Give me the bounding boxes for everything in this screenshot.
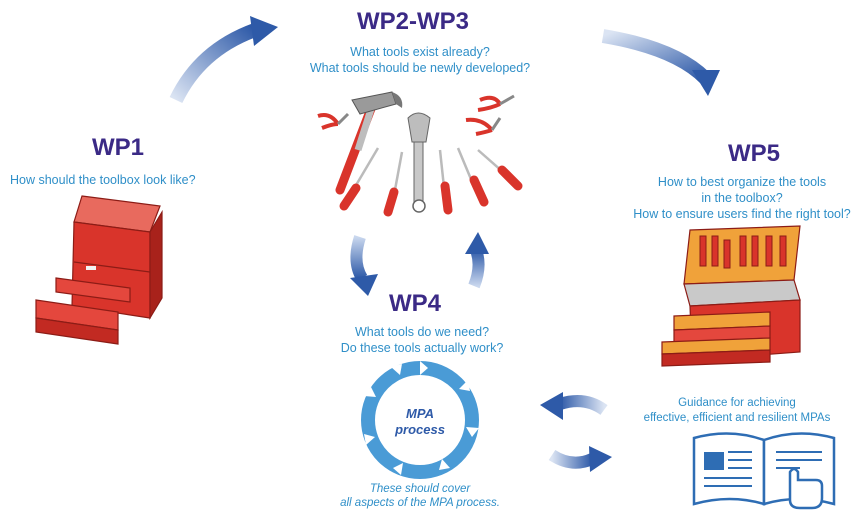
mpa-label-line-1: MPA — [406, 406, 434, 421]
wp5-questions: How to best organize the tools in the to… — [622, 174, 862, 222]
wp2-wp3-question-1: What tools exist already? — [350, 45, 490, 59]
mpa-cycle-ring — [361, 361, 479, 479]
mpa-note-line-2: all aspects of the MPA process. — [340, 497, 500, 509]
wp2-wp3-question-2: What tools should be newly developed? — [309, 61, 531, 75]
wp2-wp3-questions: What tools exist already? What tools sho… — [302, 44, 538, 76]
mpa-coverage-note: These should cover all aspects of the MP… — [318, 482, 522, 510]
guidance-line-2: effective, efficient and resilient MPAs — [643, 412, 831, 424]
wp4-question-2: Do these tools actually work? — [340, 341, 504, 355]
guidance-line-1: Guidance for achieving — [678, 397, 796, 409]
wp4-question-1: What tools do we need? — [354, 325, 490, 339]
wp5-question-1: How to best organize the tools — [657, 175, 827, 189]
wp5-question-3: How to ensure users find the right tool? — [633, 207, 851, 221]
wp4-title: WP4 — [389, 290, 442, 317]
full-toolbox-illustration — [661, 225, 801, 367]
arrow-wp1-to-wp23 — [169, 16, 278, 104]
arrow-wp23-to-wp4 — [350, 235, 378, 296]
arrow-wp4-to-wp23 — [465, 232, 489, 289]
mpa-note-line-1: These should cover — [369, 483, 471, 495]
mpa-label-line-2: process — [395, 422, 445, 437]
wp1-title: WP1 — [92, 134, 145, 161]
empty-toolbox-illustration — [35, 195, 163, 345]
mpa-process-label: MPA process — [380, 406, 460, 438]
arrow-guidance-to-mpa — [540, 392, 608, 420]
guidance-label: Guidance for achieving effective, effici… — [610, 396, 864, 426]
wp5-title: WP5 — [728, 140, 781, 167]
wp5-question-2: in the toolbox? — [701, 191, 783, 205]
wp2-wp3-title: WP2-WP3 — [357, 8, 470, 35]
arrow-wp23-to-wp5 — [601, 29, 720, 96]
arrow-mpa-to-guidance — [548, 446, 612, 472]
book-illustration — [692, 432, 836, 510]
wp4-questions: What tools do we need? Do these tools ac… — [318, 324, 526, 356]
wp1-question: How should the toolbox look like? — [10, 173, 196, 187]
tools-illustration — [317, 91, 523, 217]
